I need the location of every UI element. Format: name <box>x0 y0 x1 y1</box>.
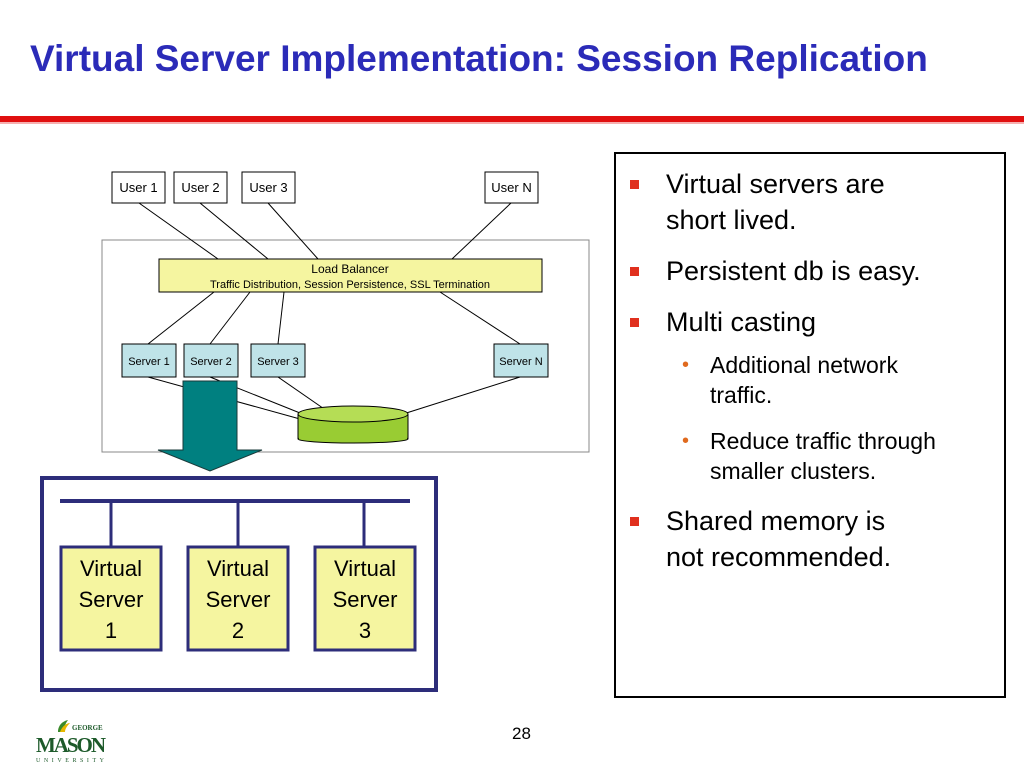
user-label: User 1 <box>119 180 157 195</box>
slide-title: Virtual Server Implementation: Session R… <box>30 38 928 79</box>
virtual-server-box: Virtual Server 2 <box>186 545 290 652</box>
virtual-server-label: Server <box>206 587 271 612</box>
user-label: User 2 <box>181 180 219 195</box>
server-box: Server N <box>493 343 549 378</box>
server-label: Server 3 <box>257 356 299 368</box>
user-box: User 1 <box>111 171 166 204</box>
user-label: User N <box>491 180 531 195</box>
bullet-text: Multi casting <box>666 307 817 337</box>
load-balancer-title: Load Balancer <box>311 262 388 276</box>
bullet-text: Persistent db is easy. <box>666 256 921 286</box>
user-box: User 2 <box>173 171 228 204</box>
server-box: Server 1 <box>121 343 177 378</box>
user-box: User 3 <box>241 171 296 204</box>
square-bullet-icon <box>630 267 639 276</box>
bullet-item: Multi casting <box>630 304 996 340</box>
square-bullet-icon <box>630 180 639 189</box>
logo-text-bottom: UNIVERSITY <box>36 758 106 764</box>
virtual-server-label: Virtual <box>207 556 269 581</box>
virtual-server-box: Virtual Server 1 <box>59 545 163 652</box>
server-links <box>147 291 521 345</box>
server-label: Server N <box>499 356 542 368</box>
virtual-server-label: Server <box>333 587 398 612</box>
university-logo: GEORGE MASON UNIVERSITY <box>36 720 106 764</box>
sub-bullet-text: traffic. <box>710 382 773 408</box>
database-icon <box>297 405 409 444</box>
bullet-text: short lived. <box>666 205 797 235</box>
bullet-text: Shared memory is <box>666 506 886 536</box>
square-bullet-icon <box>630 517 639 526</box>
server-label: Server 1 <box>128 356 170 368</box>
dot-bullet-icon: • <box>682 354 690 376</box>
sub-bullet-item: • Reduce traffic through smaller cluster… <box>682 426 1000 486</box>
bullet-panel: Virtual servers are short lived. Persist… <box>614 152 1006 698</box>
logo-text-top: GEORGE <box>72 724 103 732</box>
sub-bullet-text: smaller clusters. <box>710 458 877 484</box>
virtual-server-box: Virtual Server 3 <box>313 545 417 652</box>
page-number: 28 <box>512 724 531 743</box>
load-balancer: Load Balancer Traffic Distribution, Sess… <box>158 258 543 293</box>
virtual-server-number: 3 <box>359 618 371 643</box>
user-label: User 3 <box>249 180 287 195</box>
virtual-server-label: Server <box>79 587 144 612</box>
virtual-server-number: 1 <box>105 618 117 643</box>
server-box: Server 3 <box>250 343 306 378</box>
bullet-item: Persistent db is easy. <box>630 253 996 289</box>
square-bullet-icon <box>630 318 639 327</box>
dot-bullet-icon: • <box>682 430 690 452</box>
title-divider <box>0 116 1024 122</box>
server-label: Server 2 <box>190 356 232 368</box>
title-divider-shadow <box>0 122 1024 124</box>
bullet-item: Shared memory is not recommended. <box>630 503 996 575</box>
bullet-text: not recommended. <box>666 542 892 572</box>
virtual-server-label: Virtual <box>334 556 396 581</box>
logo-text-main: MASON <box>36 733 106 757</box>
user-box: User N <box>484 171 539 204</box>
sub-bullet-item: • Additional network traffic. <box>682 350 1000 410</box>
sub-bullet-text: Additional network <box>710 352 898 378</box>
bullet-item: Virtual servers are short lived. <box>630 166 996 238</box>
user-links <box>138 202 512 260</box>
bullet-text: Virtual servers are <box>666 169 885 199</box>
load-balancer-subtitle: Traffic Distribution, Session Persistenc… <box>210 279 490 291</box>
sub-bullet-text: Reduce traffic through <box>710 428 936 454</box>
virtual-server-number: 2 <box>232 618 244 643</box>
server-box: Server 2 <box>183 343 239 378</box>
virtual-server-label: Virtual <box>80 556 142 581</box>
down-arrow-icon <box>157 380 263 472</box>
